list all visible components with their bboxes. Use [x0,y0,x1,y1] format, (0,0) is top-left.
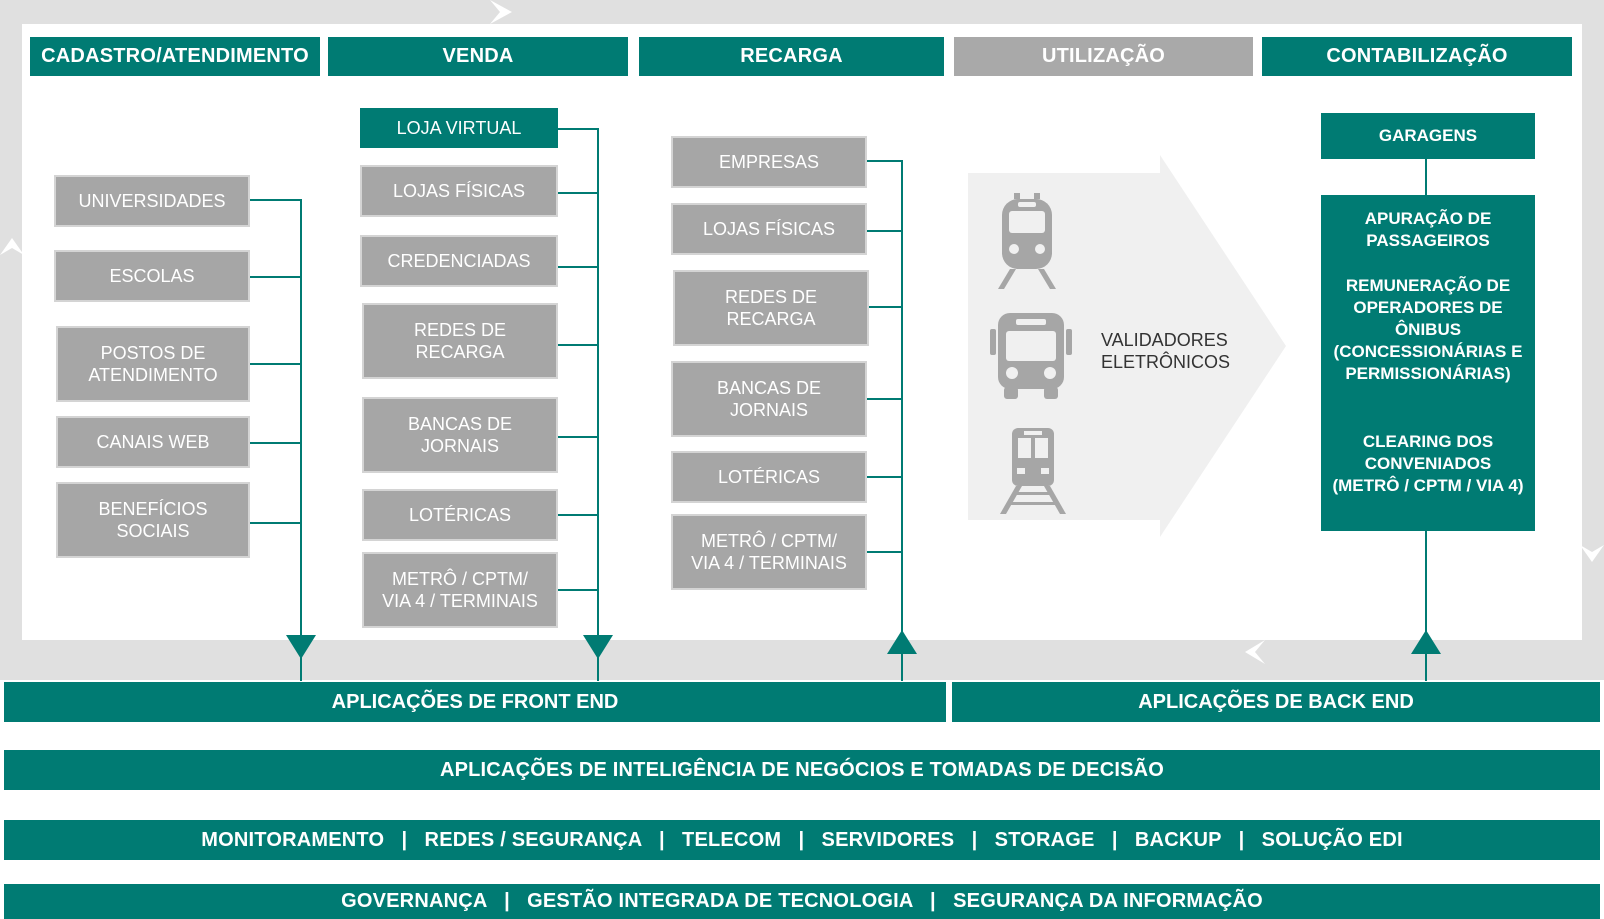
venda-connector [558,514,599,516]
back-trunk [1425,531,1427,681]
venda-connector [558,192,599,194]
recarga-item: REDES DE RECARGA [673,270,869,346]
venda-item: LOTÉRICAS [362,489,558,541]
cadastro-item: BENEFÍCIOS SOCIAIS [56,482,250,558]
venda-connector [558,128,599,130]
venda-connector [558,589,599,591]
recarga-item: METRÔ / CPTM/ VIA 4 / TERMINAIS [671,514,867,590]
cadastro-item: UNIVERSIDADES [54,175,250,227]
cadastro-connector [250,442,301,444]
bi-band: APLICAÇÕES DE INTELIGÊNCIA DE NEGÓCIOS E… [4,750,1600,790]
metro-icon [1000,428,1066,514]
back-line-clearing: CLEARING DOS CONVENIADOS (METRÔ / CPTM /… [1332,432,1524,495]
train-icon [998,193,1056,289]
cadastro-item: CANAIS WEB [56,416,250,468]
venda-item: METRÔ / CPTM/ VIA 4 / TERMINAIS [362,552,558,628]
cadastro-connector [250,363,301,365]
recarga-item: LOTÉRICAS [671,451,867,503]
cadastro-connector [250,522,301,524]
venda-item: LOJAS FÍSICAS [360,165,558,217]
cycle-frame [0,0,1604,680]
recarga-connector [867,160,903,162]
cadastro-item: ESCOLAS [54,250,250,302]
arrow-up-icon [1411,630,1441,654]
recarga-item: BANCAS DE JORNAIS [671,361,867,437]
back-line-apuracao: APURAÇÃO DE PASSAGEIROS [1364,209,1492,250]
venda-item: BANCAS DE JORNAIS [362,397,558,473]
back-line-remuneracao: REMUNERAÇÃO DE OPERADORES DE ÔNIBUS (CON… [1333,276,1523,383]
back-end-bar: APLICAÇÕES DE BACK END [952,682,1600,722]
venda-connector [558,344,599,346]
back-office-box [1321,195,1535,531]
venda-item-loja-virtual: LOJA VIRTUAL [360,108,558,148]
governance-band: GOVERNANÇA | GESTÃO INTEGRADA DE TECNOLO… [4,884,1600,919]
recarga-connector [867,230,903,232]
cadastro-connector [250,276,301,278]
recarga-item: EMPRESAS [671,136,867,188]
venda-item: CREDENCIADAS [360,235,558,287]
cadastro-trunk [300,199,302,681]
venda-trunk [597,128,599,681]
stage-contabilizacao: CONTABILIZAÇÃO [1262,37,1572,76]
recarga-connector [867,551,903,553]
validators-label: VALIDADORES ELETRÔNICOS [1101,330,1231,372]
recarga-item: LOJAS FÍSICAS [671,203,867,255]
recarga-connector [867,476,903,478]
stage-utilizacao: UTILIZAÇÃO [954,37,1253,76]
stage-cadastro: CADASTRO/ATENDIMENTO [30,37,320,76]
venda-connector [558,436,599,438]
bus-icon [990,313,1072,399]
stage-venda: VENDA [328,37,628,76]
recarga-trunk [901,160,903,681]
recarga-connector [867,398,903,400]
recarga-connector [869,306,903,308]
garagens-connector [1425,159,1427,196]
infra-band: MONITORAMENTO | REDES / SEGURANÇA | TELE… [4,820,1600,860]
front-end-bar: APLICAÇÕES DE FRONT END [4,682,946,722]
arrow-up-icon [887,630,917,654]
venda-item: REDES DE RECARGA [362,303,558,379]
cadastro-item: POSTOS DE ATENDIMENTO [56,326,250,402]
garagens-box: GARAGENS [1321,113,1535,159]
venda-connector [558,266,599,268]
cadastro-connector [250,199,301,201]
stage-recarga: RECARGA [639,37,944,76]
arrow-down-icon [286,635,316,659]
arrow-down-icon [583,635,613,659]
